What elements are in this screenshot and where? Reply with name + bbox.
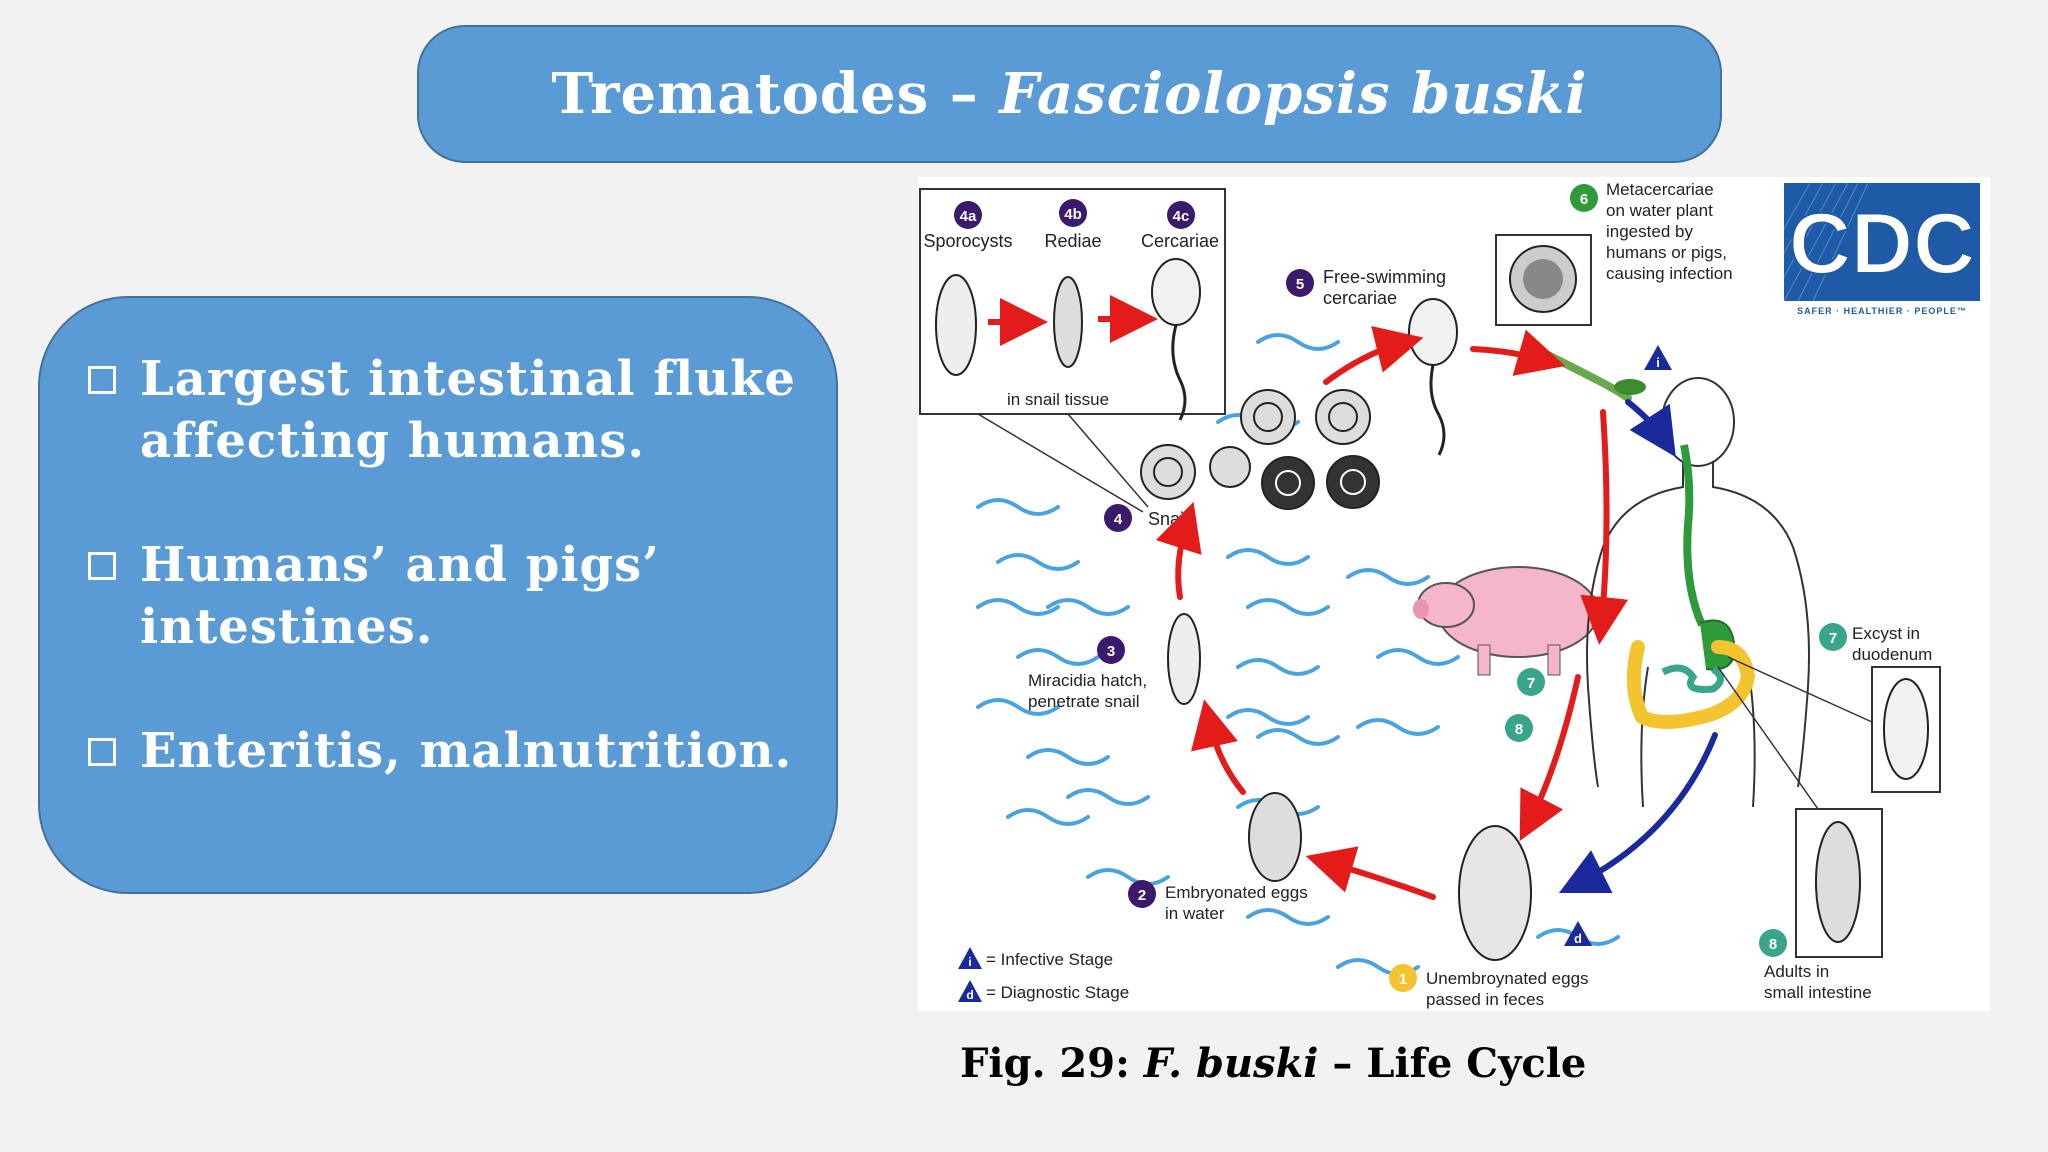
svg-text:i: i (1656, 355, 1660, 370)
stage-8-label-1: Adults in (1764, 962, 1829, 981)
title-species: Fasciolopsis buski (999, 61, 1588, 127)
human-silhouette (1586, 377, 1810, 808)
stage-5-number: 5 (1296, 276, 1304, 293)
stage-5-badge: 5 (1286, 269, 1314, 297)
pig-illustration (1413, 566, 1599, 676)
legend-infective-icon: i (958, 947, 982, 969)
stage-4a-label: Sporocysts (923, 231, 1012, 251)
stage-4b-number: 4b (1064, 206, 1082, 223)
bullet-item: Enteritis, malnutrition. (88, 720, 806, 782)
stage-3-badge: 3 (1097, 636, 1125, 664)
in-snail-tissue-label: in snail tissue (1007, 390, 1109, 409)
svg-text:d: d (966, 988, 973, 1002)
stage-2-label-2: in water (1165, 904, 1225, 923)
title-prefix: Trematodes – (551, 61, 1000, 127)
stage-6-label-3: ingested by (1606, 222, 1693, 241)
sporocyst-organism (935, 274, 977, 376)
legend: i = Infective Stage d = Diagnostic Stage (958, 947, 1129, 1002)
stage-4-label: Snail (1148, 509, 1188, 529)
cdc-logo-text: CDC (1789, 196, 1975, 292)
checkbox-bullet-icon (88, 552, 116, 580)
stage-4c-number: 4c (1173, 208, 1190, 225)
digestive-tract (1626, 444, 1756, 729)
snails-group (1140, 389, 1380, 510)
unembryonated-egg (1458, 825, 1532, 961)
stage-8-number: 8 (1769, 936, 1777, 953)
bullet-text: Largest intestinal fluke affecting human… (140, 351, 796, 469)
figure-caption: Fig. 29: F. buski – Life Cycle (960, 1040, 1660, 1087)
stage-7-label-1: Excyst in (1852, 624, 1920, 643)
cycle-arrows (1155, 326, 1718, 900)
svg-text:d: d (1574, 931, 1582, 946)
stage-8-pig-number: 8 (1515, 721, 1523, 738)
stage-4c-badge: 4c (1167, 201, 1195, 229)
stage-7-label-2: duodenum (1852, 645, 1932, 664)
stage-2-number: 2 (1138, 887, 1146, 904)
stage-8-pig-badge: 8 (1505, 714, 1533, 742)
stage-6-label-5: causing infection (1606, 264, 1733, 283)
checkbox-bullet-icon (88, 738, 116, 766)
infective-marker-icon: i (1644, 345, 1672, 370)
legend-diagnostic-icon: d (958, 980, 982, 1002)
stage-7-number: 7 (1829, 630, 1837, 647)
water-plant (1544, 351, 1646, 402)
stage-6-number: 6 (1580, 191, 1588, 208)
bullet-text: Humans’ and pigs’ intestines. (140, 537, 660, 655)
stage-6-label-1: Metacercariae (1606, 180, 1714, 199)
free-swimming-cercaria (1408, 298, 1458, 456)
stage-1-badge: 1 (1389, 964, 1417, 992)
legend-diagnostic-label: = Diagnostic Stage (986, 983, 1129, 1002)
stage-5-label-2: cercariae (1323, 288, 1397, 308)
stage-4b-badge: 4b (1059, 199, 1087, 227)
life-cycle-diagram: 4a Sporocysts 4b Rediae 4c Cercariae in … (918, 177, 1990, 1011)
diagnostic-marker-icon: d (1564, 921, 1592, 946)
redia-organism (1053, 276, 1083, 368)
slide-title: Trematodes – Fasciolopsis buski (551, 61, 1587, 127)
stage-3-label-2: penetrate snail (1028, 692, 1140, 711)
caption-species: F. buski (1143, 1040, 1319, 1087)
cercaria-organism (1151, 258, 1201, 421)
title-banner: Trematodes – Fasciolopsis buski (417, 25, 1722, 163)
stage-1-number: 1 (1399, 971, 1407, 988)
cdc-tagline: SAFER · HEALTHIER · PEOPLE™ (1797, 306, 1967, 316)
stage-4a-number: 4a (960, 208, 977, 225)
svg-text:i: i (968, 955, 971, 969)
water-waves (976, 333, 1620, 976)
stage-3-label-1: Miracidia hatch, (1028, 671, 1147, 690)
caption-prefix: Fig. 29: (960, 1040, 1144, 1087)
stage-6-label-4: humans or pigs, (1606, 243, 1727, 262)
stage-8-badge: 8 (1759, 929, 1787, 957)
stage-6-badge: 6 (1570, 184, 1598, 212)
stage-4b-label: Rediae (1044, 231, 1101, 251)
stage-4a-badge: 4a (954, 201, 982, 229)
stage-6-label-2: on water plant (1606, 201, 1713, 220)
stage-1-label-1: Unembroynated eggs (1426, 969, 1589, 988)
stage-3-number: 3 (1107, 643, 1115, 660)
bullet-text: Enteritis, malnutrition. (140, 723, 793, 779)
cdc-logo: CDC SAFER · HEALTHIER · PEOPLE™ (1783, 182, 1980, 316)
caption-suffix: – Life Cycle (1318, 1040, 1587, 1087)
stage-1-label-2: passed in feces (1426, 990, 1544, 1009)
stage-7-badge: 7 (1819, 623, 1847, 651)
stage-2-badge: 2 (1128, 880, 1156, 908)
stage-4-badge: 4 (1104, 504, 1132, 532)
bullet-panel: Largest intestinal fluke affecting human… (38, 296, 838, 894)
embryonated-egg (1248, 792, 1302, 882)
bullet-item: Largest intestinal fluke affecting human… (88, 348, 806, 472)
stage-4-number: 4 (1114, 511, 1123, 528)
stage-7-pig-badge: 7 (1517, 668, 1545, 696)
stage-5-label-1: Free-swimming (1323, 267, 1446, 287)
stage-4c-label: Cercariae (1141, 231, 1219, 251)
stage-7-pig-number: 7 (1527, 675, 1535, 692)
legend-infective-label: = Infective Stage (986, 950, 1113, 969)
miracidium-organism (1167, 613, 1201, 705)
stage-2-label-1: Embryonated eggs (1165, 883, 1308, 902)
checkbox-bullet-icon (88, 366, 116, 394)
stage-8-label-2: small intestine (1764, 983, 1872, 1002)
bullet-item: Humans’ and pigs’ intestines. (88, 534, 806, 658)
